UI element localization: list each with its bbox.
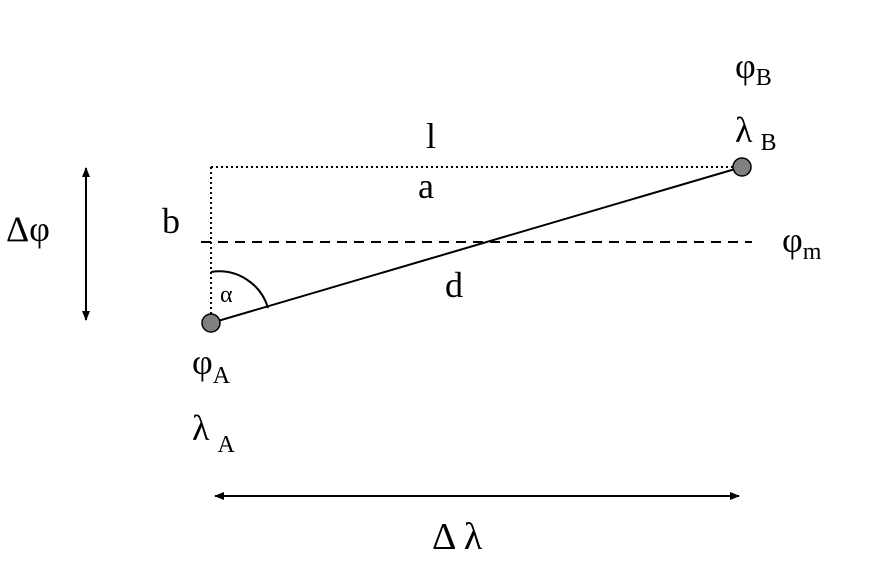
label-alpha: α bbox=[220, 282, 233, 308]
label-b: b bbox=[162, 201, 180, 241]
label-phi-m: φm bbox=[782, 220, 822, 265]
point-a bbox=[201, 313, 221, 333]
label-point-b-phi: φB bbox=[735, 46, 772, 91]
distance-line-d bbox=[210, 166, 743, 324]
label-d: d bbox=[445, 265, 463, 305]
label-delta-phi: Δφ bbox=[6, 209, 50, 249]
label-delta-lambda: Δ λ bbox=[432, 516, 483, 558]
angle-alpha-arc bbox=[210, 270, 269, 309]
point-b bbox=[732, 157, 752, 177]
label-a: a bbox=[418, 166, 434, 206]
label-l: l bbox=[426, 116, 436, 156]
label-point-a-phi: φA bbox=[192, 342, 231, 389]
